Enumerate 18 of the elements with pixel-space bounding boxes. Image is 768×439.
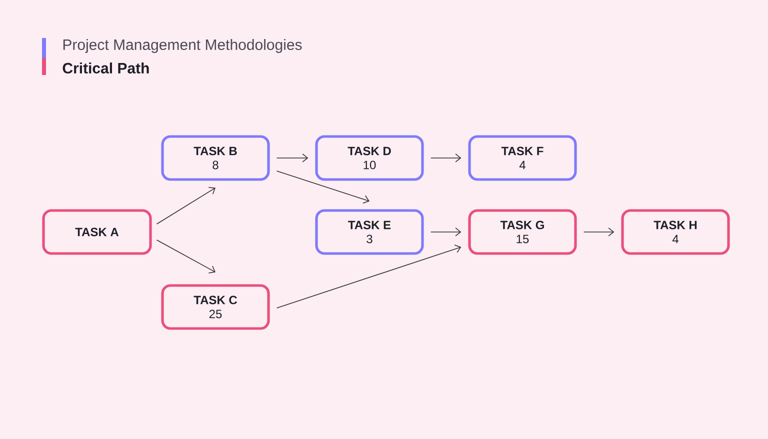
arrow bbox=[276, 154, 308, 162]
arrow bbox=[156, 186, 216, 224]
critical-task-box: TASK G 15 bbox=[468, 209, 577, 255]
task-box: TASK B 8 bbox=[161, 135, 270, 181]
arrow bbox=[583, 228, 614, 236]
subtitle: Project Management Methodologies bbox=[63, 39, 302, 53]
arrow bbox=[276, 244, 462, 308]
arrow bbox=[430, 228, 462, 236]
arrow bbox=[430, 154, 462, 162]
critical-task-box: TASK A bbox=[42, 209, 152, 255]
title: Critical Path bbox=[62, 62, 149, 74]
critical-task-box: TASK C 25 bbox=[161, 284, 270, 330]
task-box: TASK F 4 bbox=[468, 135, 577, 181]
arrow bbox=[156, 240, 216, 274]
task-box: TASK D 10 bbox=[315, 135, 424, 181]
critical-task-box: TASK H 4 bbox=[621, 209, 730, 255]
arrow bbox=[276, 170, 370, 204]
task-box: TASK E 3 bbox=[315, 209, 424, 255]
